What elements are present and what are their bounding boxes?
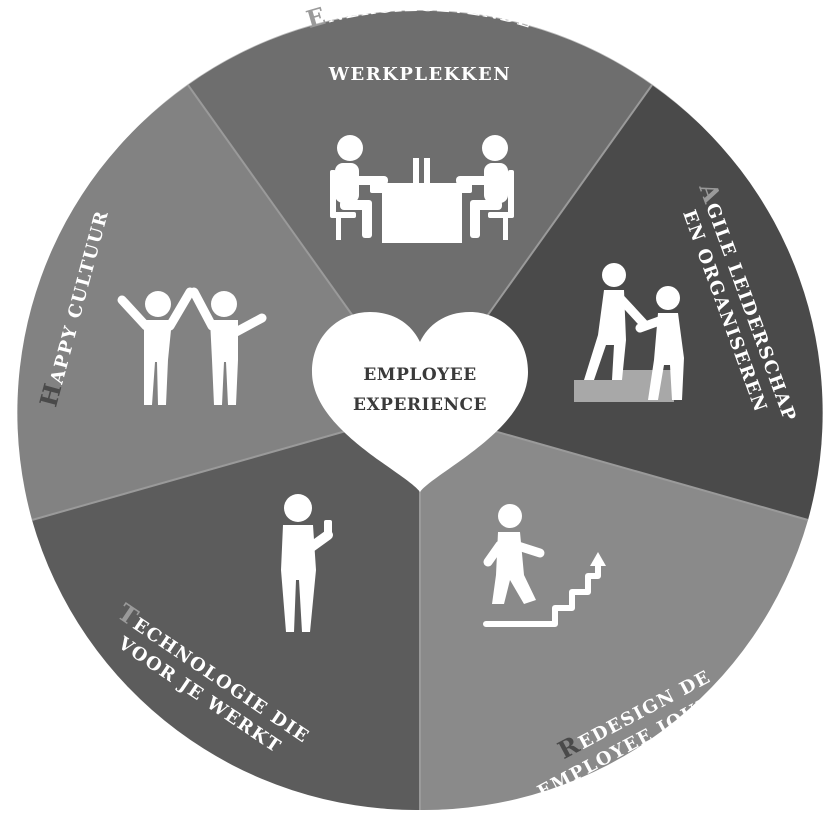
segment-label-line2-werkplekken: WERKPLEKKEN: [328, 64, 511, 85]
heart-icon: [312, 312, 528, 492]
center-label-line2: EXPERIENCE: [353, 395, 487, 415]
person-phone-icon: [281, 494, 333, 632]
center-label-line1: EMPLOYEE: [363, 365, 476, 385]
helping-hand-step-icon: [574, 263, 684, 402]
segment-label-line2: WERKPLEKKEN: [328, 64, 511, 85]
segment-technologie: [32, 410, 420, 811]
climbing-stairs-icon: [483, 504, 606, 627]
meeting-desk-icon: [330, 135, 514, 243]
celebrating-people-icon: [117, 287, 267, 405]
